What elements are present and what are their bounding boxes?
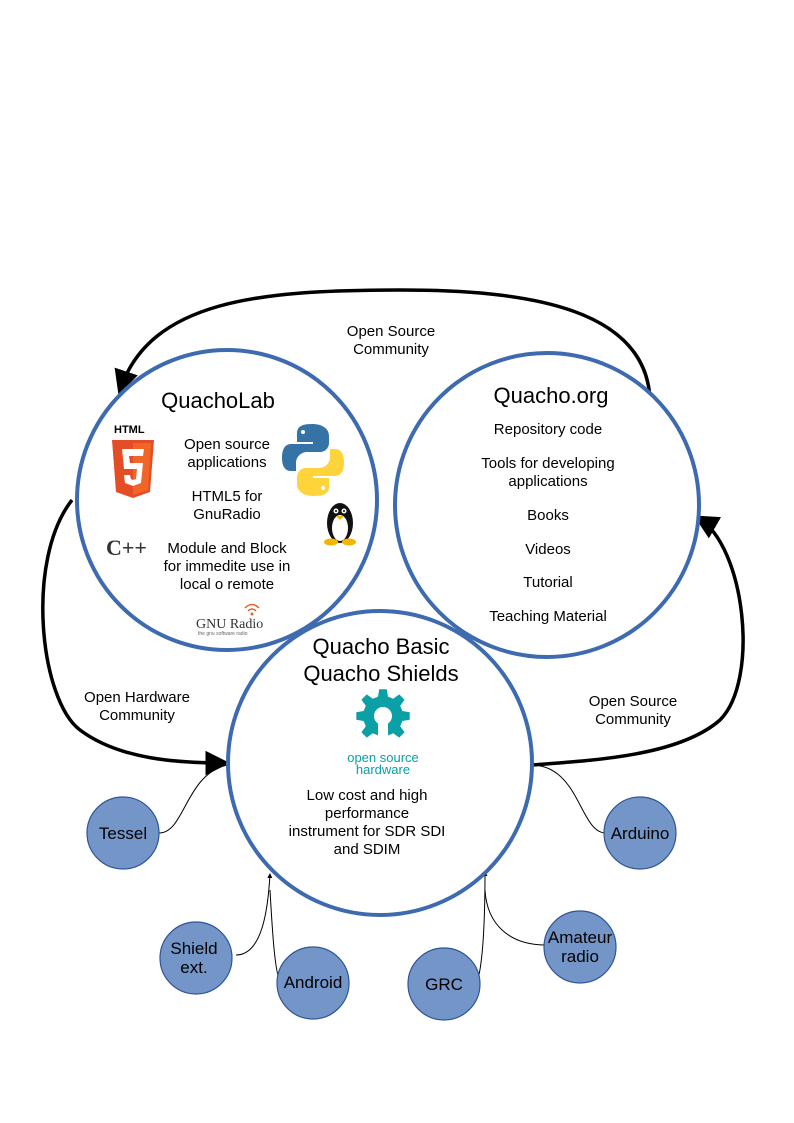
- cpp-logo-text: C++: [106, 535, 147, 560]
- quacho-org-circle: [393, 351, 701, 659]
- arduino-label: Arduino: [611, 824, 670, 843]
- connector-shield: [235, 873, 273, 956]
- html5-logo-text: HTML: [114, 424, 145, 436]
- satellite-arduino: Arduino: [603, 796, 677, 870]
- connector-arduino: [533, 764, 607, 834]
- python-icon: [282, 424, 344, 496]
- quacho-basic-circle: [226, 609, 534, 917]
- satellite-tessel: Tessel: [86, 796, 160, 870]
- quacho-org-item-videos: Videos: [525, 541, 571, 558]
- quacho-org-item-teaching: Teaching Material: [489, 608, 607, 625]
- quacholab-title: QuachoLab: [161, 388, 275, 413]
- left-arrow: [41, 498, 230, 776]
- cpp-icon: C++: [106, 535, 147, 560]
- quacholab-circle: [75, 348, 379, 652]
- satellite-grc: GRC: [407, 947, 481, 1021]
- quacho-org-item-repository: Repository code: [494, 421, 602, 438]
- quacho-org-item-tutorial: Tutorial: [523, 574, 572, 591]
- connector-tessel: [158, 764, 228, 834]
- grc-label: GRC: [425, 975, 463, 994]
- quacho-org-title: Quacho.org: [494, 383, 609, 408]
- satellite-android: Android: [276, 946, 350, 1020]
- top-arrow: [114, 288, 652, 411]
- connector-grc: [476, 871, 488, 984]
- open-source-hardware-icon: [356, 689, 410, 746]
- gnuradio-icon: GNU Radio the gnu software radio: [196, 603, 263, 637]
- tessel-label: Tessel: [99, 824, 147, 843]
- gnuradio-logo-text: GNU Radio: [196, 617, 263, 632]
- html5-icon: HTML: [112, 424, 154, 498]
- right-arrow: [531, 515, 745, 767]
- android-label: Android: [284, 973, 343, 992]
- quacho-org-item-books: Books: [527, 507, 569, 524]
- connector-amateur: [484, 889, 547, 946]
- gnuradio-logo-subtext: the gnu software radio: [198, 631, 248, 637]
- linux-tux-icon: [324, 503, 356, 546]
